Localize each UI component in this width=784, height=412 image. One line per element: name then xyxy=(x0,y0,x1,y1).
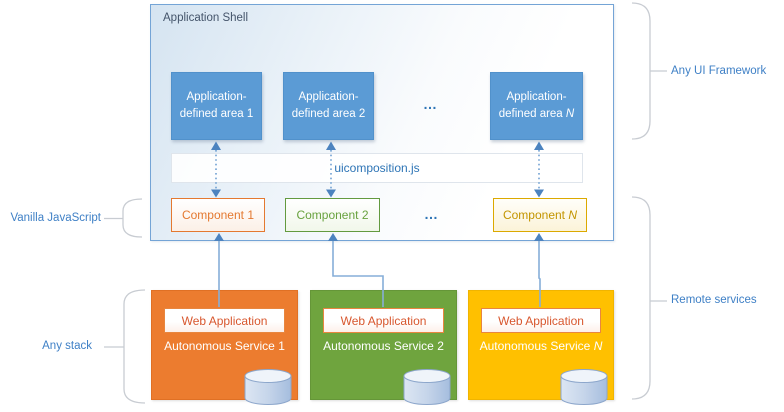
database-cylinder-icon xyxy=(403,369,451,405)
web-application-box: Web Application xyxy=(323,308,444,333)
web-application-box: Web Application xyxy=(164,308,285,333)
component-label: Component 1 xyxy=(181,208,255,222)
uicomposition-bar-label: uicomposition.js xyxy=(334,161,420,175)
application-shell-title: Application Shell xyxy=(163,12,249,24)
any-ui-framework-label: Any UI Framework xyxy=(671,65,767,77)
brace-remote-services xyxy=(631,196,667,400)
component-label: Component N xyxy=(502,208,578,222)
service-label: Autonomous Service 1 xyxy=(164,339,285,353)
any-stack-label: Any stack xyxy=(42,340,92,352)
uicomposition-bar: uicomposition.js xyxy=(171,153,583,183)
component-1-box: Component 1 xyxy=(171,198,265,232)
database-cylinder-icon xyxy=(244,369,292,405)
area-label: Application- defined area N xyxy=(498,91,575,120)
database-cylinder-icon xyxy=(560,369,608,405)
area-label: Application- defined area 2 xyxy=(291,91,366,120)
remote-services-label: Remote services xyxy=(671,294,757,306)
service-label: Autonomous Service N xyxy=(479,339,603,353)
component-label: Component 2 xyxy=(296,208,369,222)
application-defined-area-n: Application- defined area N xyxy=(490,72,583,140)
component-2-box: Component 2 xyxy=(285,198,380,232)
brace-any-ui-framework xyxy=(631,2,667,140)
application-defined-area-1: Application- defined area 1 xyxy=(171,72,262,140)
autonomous-service-2-box: Web Application Autonomous Service 2 xyxy=(310,290,457,405)
component-n-box: Component N xyxy=(493,198,587,232)
autonomous-service-n-box: Web Application Autonomous Service N xyxy=(468,290,614,405)
service-label: Autonomous Service 2 xyxy=(323,339,444,353)
area-label: Application- defined area 1 xyxy=(179,91,254,120)
components-ellipsis: … xyxy=(424,206,438,222)
brace-any-stack xyxy=(104,289,146,404)
autonomous-service-1-box: Web Application Autonomous Service 1 xyxy=(151,290,298,405)
web-application-box: Web Application xyxy=(481,308,601,333)
brace-vanilla-javascript xyxy=(104,198,143,238)
areas-ellipsis: … xyxy=(423,96,437,112)
application-defined-area-2: Application- defined area 2 xyxy=(283,72,374,140)
vanilla-javascript-label: Vanilla JavaScript xyxy=(10,212,101,224)
